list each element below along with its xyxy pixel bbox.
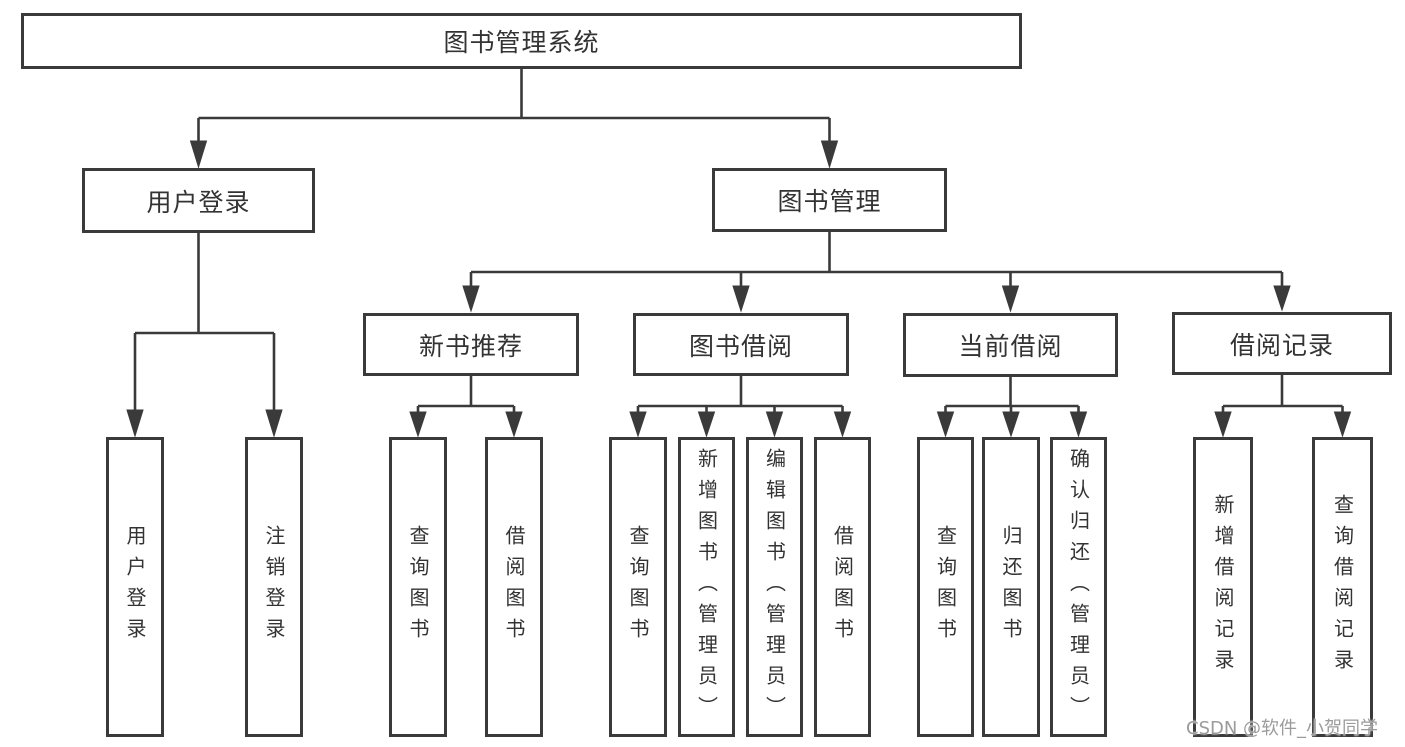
node-new-book-recommend: 新书推荐 xyxy=(363,313,579,376)
connector-new-book-children xyxy=(409,376,523,438)
connector-book-borrow-children xyxy=(629,376,852,438)
node-library-system-label: 图书管理系统 xyxy=(443,28,600,57)
connector-root-to-level2 xyxy=(189,69,839,169)
leaf-borrow-add-books-admin: 新增图书（管理员） xyxy=(678,437,735,737)
node-new-book-recommend-label: 新书推荐 xyxy=(418,331,523,361)
node-book-management: 图书管理 xyxy=(712,168,947,232)
leaf-borrow-borrow-books-label: 借阅图书 xyxy=(830,525,855,649)
leaf-newbook-query-books-label: 查询图书 xyxy=(406,525,430,649)
leaf-current-confirm-return-admin: 确认归还（管理员） xyxy=(1050,437,1107,737)
leaf-newbook-borrow-books-label: 借阅图书 xyxy=(502,525,526,649)
leaf-current-return-books: 归还图书 xyxy=(982,437,1040,737)
leaf-record-add-borrow-record-label: 新增借阅记录 xyxy=(1211,494,1235,680)
leaf-newbook-query-books: 查询图书 xyxy=(389,437,447,737)
leaf-borrow-edit-books-admin-label: 编辑图书（管理员） xyxy=(762,447,787,727)
node-borrow-record-label: 借阅记录 xyxy=(1229,330,1334,360)
node-library-system: 图书管理系统 xyxy=(21,13,1022,69)
node-current-borrow-label: 当前借阅 xyxy=(958,332,1063,361)
leaf-user-login-label: 用户登录 xyxy=(123,525,147,649)
node-user-login-label: 用户登录 xyxy=(146,187,251,217)
leaf-logout: 注销登录 xyxy=(245,437,303,737)
leaf-borrow-query-books-label: 查询图书 xyxy=(626,525,650,649)
leaf-record-query-borrow-record-label: 查询借阅记录 xyxy=(1330,494,1355,680)
leaf-borrow-query-books: 查询图书 xyxy=(609,437,667,737)
leaf-newbook-borrow-books: 借阅图书 xyxy=(485,437,543,737)
node-current-borrow: 当前借阅 xyxy=(903,313,1118,377)
node-book-borrow-label: 图书借阅 xyxy=(688,331,793,361)
connector-current-borrow-children xyxy=(936,377,1088,438)
leaf-record-add-borrow-record: 新增借阅记录 xyxy=(1193,437,1253,737)
leaf-current-query-books-label: 查询图书 xyxy=(933,525,958,649)
leaf-logout-label: 注销登录 xyxy=(262,525,286,649)
connector-user-login-children xyxy=(126,233,283,438)
connector-borrow-record-children xyxy=(1214,375,1352,438)
leaf-user-login: 用户登录 xyxy=(106,437,164,737)
leaf-current-return-books-label: 归还图书 xyxy=(999,525,1023,649)
node-borrow-record: 借阅记录 xyxy=(1172,312,1392,375)
leaf-borrow-edit-books-admin: 编辑图书（管理员） xyxy=(746,437,803,737)
leaf-record-query-borrow-record: 查询借阅记录 xyxy=(1312,437,1373,737)
node-user-login: 用户登录 xyxy=(82,168,315,233)
csdn-watermark: CSDN @软件_小贺同学 xyxy=(1186,718,1379,739)
node-book-borrow: 图书借阅 xyxy=(633,313,849,376)
leaf-current-confirm-return-admin-label: 确认归还（管理员） xyxy=(1066,447,1091,727)
connector-book-mgmt-to-level3 xyxy=(462,232,1291,313)
node-book-management-label: 图书管理 xyxy=(777,187,882,216)
leaf-borrow-borrow-books: 借阅图书 xyxy=(814,437,871,737)
leaf-current-query-books: 查询图书 xyxy=(917,437,974,737)
leaf-borrow-add-books-admin-label: 新增图书（管理员） xyxy=(694,447,719,727)
